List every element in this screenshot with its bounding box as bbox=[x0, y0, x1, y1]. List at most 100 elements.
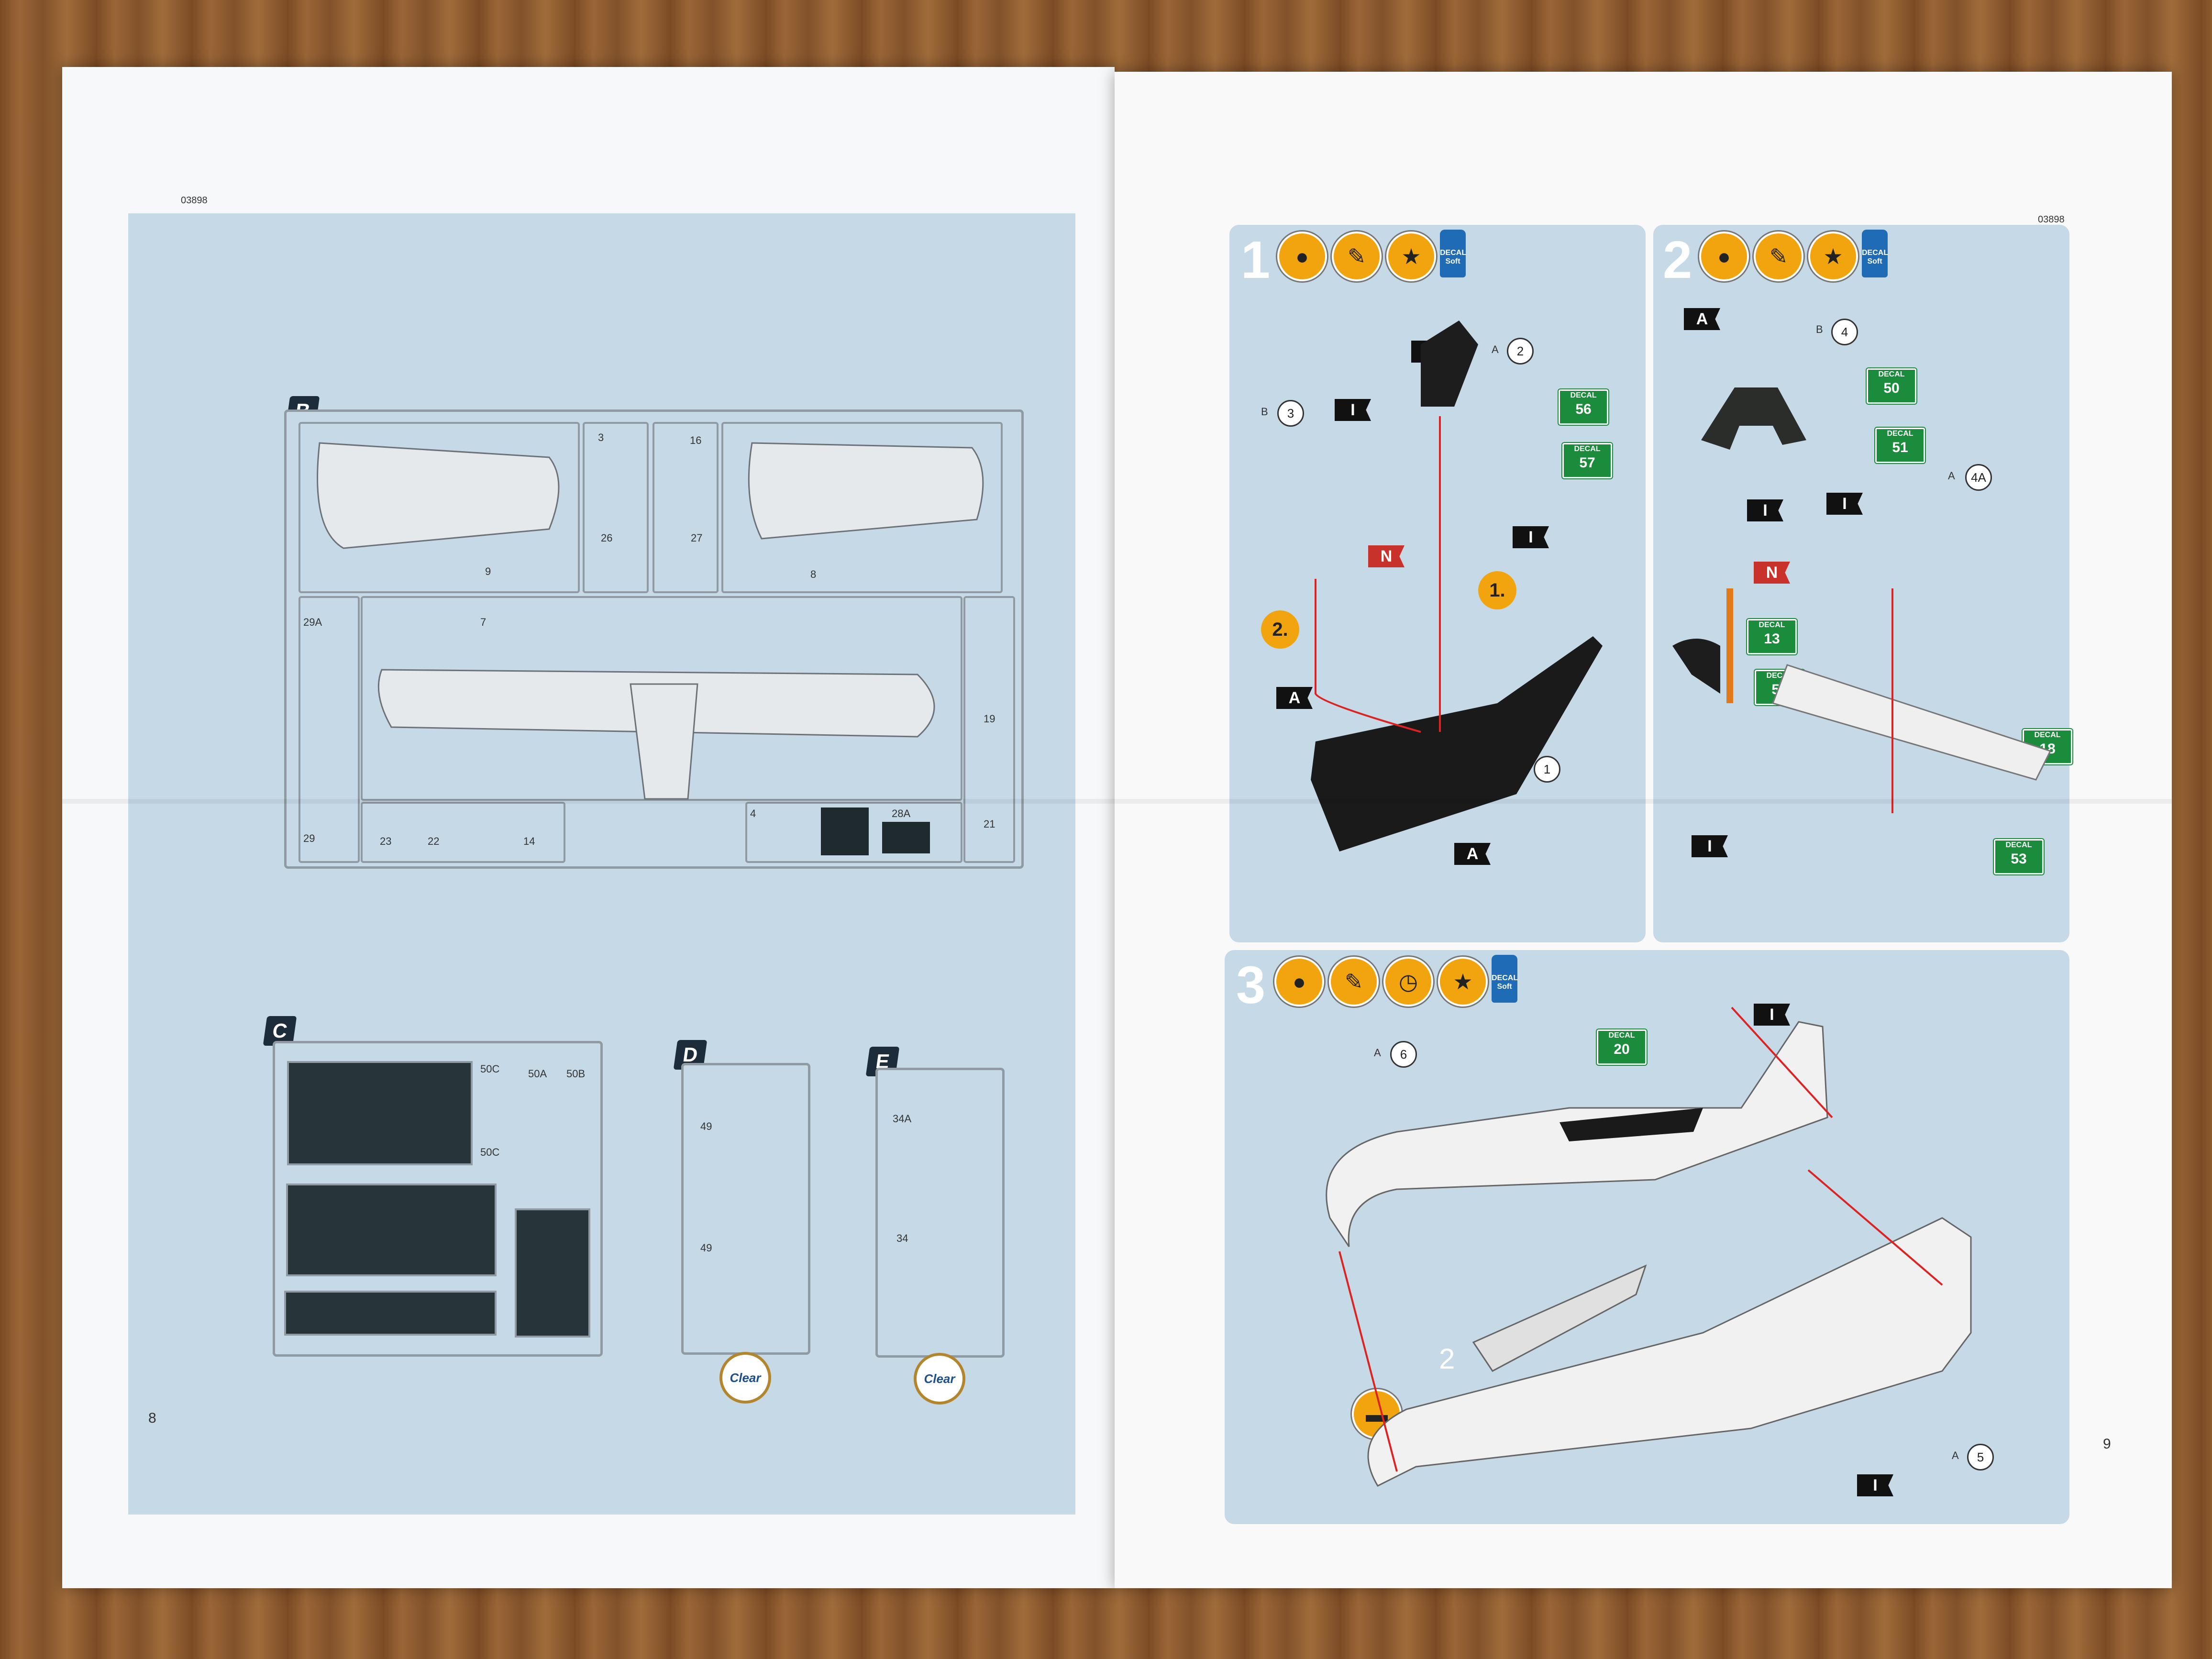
part-number: 14 bbox=[523, 835, 535, 847]
part-number: 29A bbox=[303, 616, 322, 628]
part-ref-prefix: A bbox=[1948, 470, 1955, 482]
part-number: 3 bbox=[598, 431, 604, 443]
part-number: 16 bbox=[690, 434, 702, 446]
black-block bbox=[882, 822, 930, 853]
mask-sheet bbox=[515, 1208, 590, 1338]
part-ref-prefix: A bbox=[1952, 1449, 1959, 1461]
part-29-cell bbox=[299, 596, 360, 863]
flag-marker: A bbox=[1684, 308, 1720, 330]
sprue-e bbox=[875, 1068, 1005, 1358]
part-ref-prefix: B bbox=[1261, 406, 1268, 418]
glue-icon: ● bbox=[1277, 232, 1327, 281]
decal-soft-bottle-icon: DECAL Soft bbox=[1440, 230, 1466, 277]
clear-badge: Clear bbox=[719, 1352, 771, 1404]
mask-sheet bbox=[286, 1183, 497, 1276]
clear-badge: Clear bbox=[914, 1353, 965, 1405]
part-19-21-cell bbox=[963, 596, 1015, 863]
part-ref-prefix: A bbox=[1492, 343, 1499, 355]
part-4-28a-cell bbox=[745, 802, 962, 863]
flag-marker: N bbox=[1368, 545, 1405, 567]
part-ref-prefix: B bbox=[1816, 323, 1823, 335]
flag-marker: I bbox=[1513, 526, 1549, 548]
part-23-22-14-cell bbox=[361, 802, 565, 863]
sub-step-label: 2 bbox=[1439, 1343, 1455, 1375]
part-number: 22 bbox=[428, 835, 440, 847]
decal-soft-bottle-icon: DECAL Soft bbox=[1492, 955, 1518, 1003]
wing-part-8 bbox=[748, 442, 984, 540]
left-page: 03898 B 3 16 9 26 27 8 7 29A 19 29 23 22 bbox=[62, 67, 1115, 1588]
part-8-cell bbox=[721, 422, 1003, 593]
decal-sheet-icon: ★ bbox=[1808, 232, 1858, 281]
part-ref-circle: 1 bbox=[1534, 756, 1560, 783]
order-step: 2. bbox=[1261, 610, 1299, 649]
flag-marker: N bbox=[1754, 562, 1790, 584]
part-number: 26 bbox=[601, 532, 613, 544]
part-ref-circle: 5 bbox=[1967, 1444, 1994, 1471]
decal-sheet-icon: ★ bbox=[1386, 232, 1436, 281]
part-3-26-cell bbox=[583, 422, 649, 593]
fuselage-assembly-drawing bbox=[1326, 1006, 1972, 1487]
part-number: 34 bbox=[896, 1232, 908, 1244]
kit-code: 03898 bbox=[181, 195, 208, 206]
part-number: 8 bbox=[810, 568, 817, 580]
step-number: 3 bbox=[1236, 956, 1266, 1015]
mask-sheet bbox=[287, 1061, 473, 1165]
page-number: 9 bbox=[2103, 1436, 2111, 1452]
flag-marker: I bbox=[1857, 1474, 1893, 1496]
glue-icon: ● bbox=[1699, 232, 1749, 281]
lower-wing-part-7 bbox=[377, 669, 935, 800]
parts-panel: B 3 16 9 26 27 8 7 29A 19 29 23 22 14 4 … bbox=[128, 213, 1075, 1515]
flag-marker: I bbox=[1747, 499, 1783, 521]
part-number: 50A bbox=[528, 1068, 547, 1080]
part-7-cell bbox=[361, 596, 962, 801]
part-number: 23 bbox=[380, 835, 392, 847]
page-number: 8 bbox=[148, 1410, 156, 1426]
decal-sheet-icon: ★ bbox=[1438, 957, 1488, 1006]
part-number: 9 bbox=[485, 565, 491, 577]
flag-marker: A bbox=[1276, 687, 1313, 709]
part-ref-circle: 4A bbox=[1965, 464, 1992, 491]
part-ref-circle: 3 bbox=[1277, 400, 1304, 427]
glue-icon: ● bbox=[1274, 957, 1324, 1006]
part-ref-prefix: A bbox=[1374, 1047, 1381, 1059]
page-fold bbox=[62, 799, 2172, 804]
part-number: 27 bbox=[691, 532, 703, 544]
part-number: 34A bbox=[893, 1113, 912, 1125]
instrument-panel-drawing bbox=[1672, 387, 2052, 813]
part-number: 50C bbox=[480, 1063, 500, 1075]
part-number: 50B bbox=[566, 1068, 586, 1080]
part-9-cell bbox=[299, 422, 580, 593]
paint-brush-icon: ✎ bbox=[1332, 232, 1382, 281]
part-number: 50C bbox=[480, 1146, 500, 1158]
part-number: 49 bbox=[700, 1120, 712, 1132]
part-number: 4 bbox=[750, 807, 756, 819]
step-number: 1 bbox=[1241, 231, 1271, 289]
part-16-27-cell bbox=[653, 422, 719, 593]
flag-marker: I bbox=[1692, 835, 1728, 857]
part-number: 28A bbox=[892, 807, 911, 819]
order-step: 1. bbox=[1478, 571, 1516, 609]
part-number: 21 bbox=[984, 818, 995, 830]
mask-sheet bbox=[284, 1291, 497, 1336]
cockpit-tub-drawing bbox=[1311, 321, 1603, 852]
clock-icon: ◷ bbox=[1383, 957, 1433, 1006]
kit-code: 03898 bbox=[2038, 214, 2065, 225]
paint-brush-icon: ✎ bbox=[1329, 957, 1379, 1006]
part-number: 19 bbox=[984, 713, 995, 725]
flag-marker: I bbox=[1826, 493, 1863, 515]
paint-brush-icon: ✎ bbox=[1754, 232, 1803, 281]
black-block bbox=[821, 807, 869, 855]
part-ref-circle: 4 bbox=[1831, 319, 1858, 345]
part-ref-circle: 2 bbox=[1507, 338, 1534, 365]
part-ref-circle: 6 bbox=[1390, 1041, 1417, 1068]
right-page: 03898 1 ● ✎ ★ DECAL Soft I 2 A 3 B I DEC… bbox=[1115, 72, 2172, 1588]
flag-marker: I bbox=[1335, 399, 1371, 421]
